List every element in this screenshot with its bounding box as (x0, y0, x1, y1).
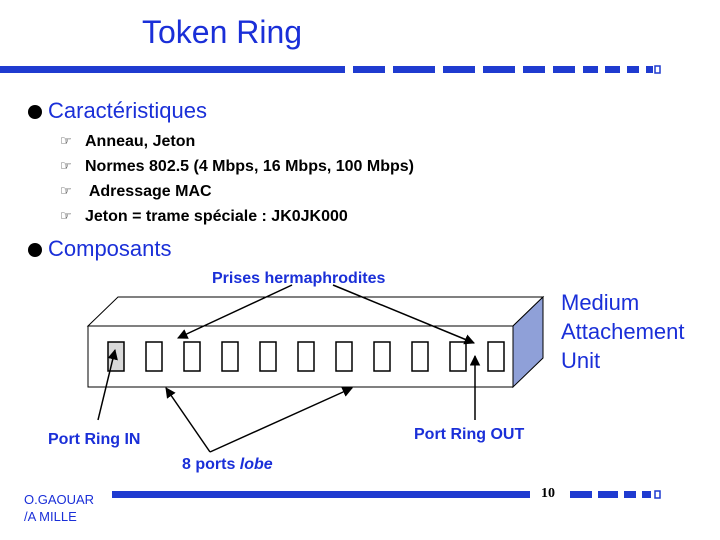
arrow-lobe-left (165, 387, 211, 453)
footer-author-line: /A MILLE (24, 509, 77, 524)
mau-port (145, 341, 163, 372)
section-heading-composants: Composants (48, 236, 172, 261)
arrow-prises-left (177, 284, 293, 339)
label-mau-line: Medium (561, 290, 640, 315)
list-item: Adressage MAC (85, 183, 212, 200)
page-title: Token Ring (142, 14, 303, 50)
list-item: Jeton = trame spéciale : JK0JK000 (85, 208, 348, 225)
label-port-ring-out: Port Ring OUT (414, 426, 525, 443)
mau-box-top (86, 296, 545, 327)
label-mau-line: Attachement (561, 319, 685, 344)
pointing-hand-icon: ☞ (60, 209, 72, 224)
pointing-hand-icon: ☞ (60, 159, 72, 174)
arrow-lobe-right (209, 387, 353, 453)
label-ports-italic: lobe (239, 456, 273, 473)
page-number: 10 (541, 486, 555, 501)
mau-port (259, 341, 277, 372)
pointing-hand-icon: ☞ (60, 184, 72, 199)
bottom-decorative-bar (112, 490, 661, 499)
label-ports-prefix: 8 ports (182, 456, 240, 473)
mau-port (221, 341, 239, 372)
pointing-hand-icon: ☞ (60, 134, 72, 149)
mau-port (183, 341, 201, 372)
arrow-port-in (97, 348, 118, 421)
arrow-prises-right (332, 284, 475, 345)
mau-port (487, 341, 505, 372)
section-heading-caracteristiques: Caractéristiques (48, 98, 207, 123)
mau-port (411, 341, 429, 372)
label-mau: Medium Attachement Unit (561, 288, 685, 375)
label-prises-hermaphrodites: Prises hermaphrodites (212, 270, 386, 287)
label-mau-line: Unit (561, 348, 601, 373)
label-port-ring-in: Port Ring IN (48, 431, 141, 448)
section-bullet-icon (28, 105, 42, 119)
top-decorative-bar (0, 65, 661, 74)
mau-port (449, 341, 467, 372)
list-item: Normes 802.5 (4 Mbps, 16 Mbps, 100 Mbps) (85, 158, 414, 175)
mau-port (373, 341, 391, 372)
section-bullet-icon (28, 243, 42, 257)
mau-port (297, 341, 315, 372)
footer-author-line: O.GAOUAR (24, 492, 95, 507)
mau-port (335, 341, 353, 372)
list-item: Anneau, Jeton (85, 133, 196, 150)
label-8-ports-lobe: 8 ports lobe (182, 456, 273, 474)
footer-author: O.GAOUAR /A MILLE (24, 491, 94, 525)
